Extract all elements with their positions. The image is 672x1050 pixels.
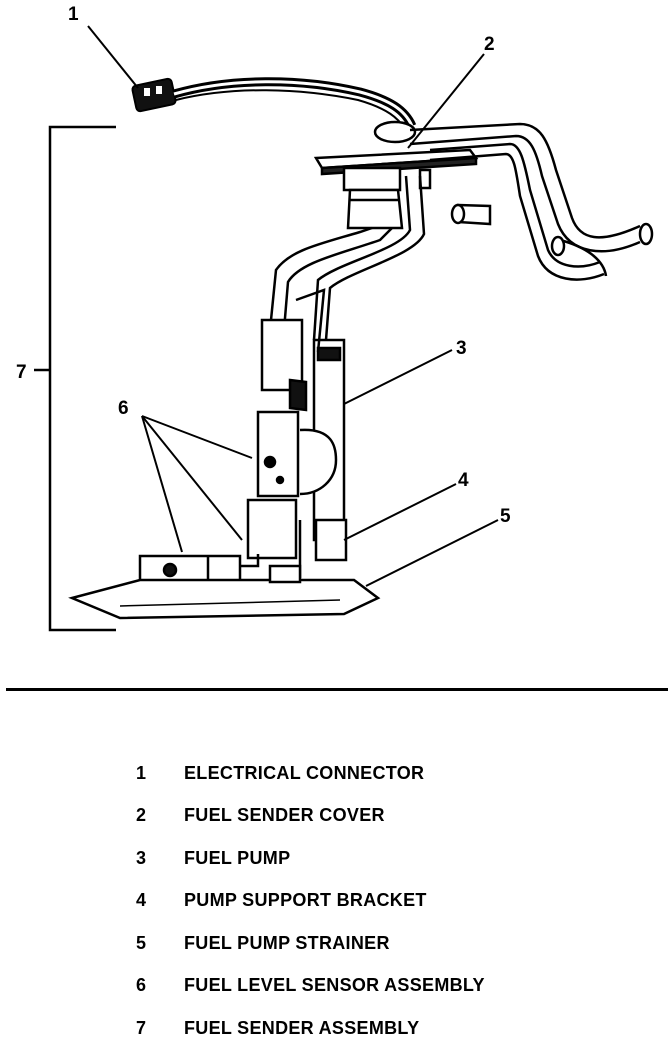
float: [138, 554, 260, 584]
callout-5: 5: [500, 506, 511, 527]
fuel-sender-cover: [313, 120, 479, 230]
fuel-pump: [299, 338, 348, 562]
callout-4: 4: [458, 470, 469, 491]
legend-item: 7 FUEL SENDER ASSEMBLY: [132, 1007, 485, 1050]
legend-label: FUEL SENDER ASSEMBLY: [184, 1017, 420, 1038]
support-tubes: [268, 175, 426, 341]
legend-item: 3 FUEL PUMP: [132, 837, 485, 880]
legend-item: 6 FUEL LEVEL SENSOR ASSEMBLY: [132, 965, 485, 1008]
legend-label: ELECTRICAL CONNECTOR: [184, 762, 425, 783]
assembly-bracket: [34, 125, 116, 632]
fuel-pump-strainer: [68, 564, 381, 620]
callout-1: 1: [68, 4, 79, 25]
callout-7: 7: [16, 362, 27, 383]
callout-6: 6: [118, 398, 129, 419]
fuel-level-sensor: [246, 288, 326, 578]
electrical-connector: [131, 77, 417, 133]
legend-label: PUMP SUPPORT BRACKET: [184, 890, 427, 911]
leader-lines: [87, 25, 499, 587]
legend-item: 1 ELECTRICAL CONNECTOR: [132, 752, 485, 795]
legend-item: 5 FUEL PUMP STRAINER: [132, 922, 485, 965]
legend-item: 4 PUMP SUPPORT BRACKET: [132, 880, 485, 923]
legend-number: 7: [136, 1017, 147, 1038]
legend-number: 6: [136, 975, 147, 996]
divider-rule: [6, 688, 668, 691]
legend-label: FUEL LEVEL SENSOR ASSEMBLY: [184, 975, 485, 996]
callout-2: 2: [484, 34, 495, 55]
fuel-lines: [409, 122, 654, 281]
legend-number: 2: [136, 805, 147, 826]
fuel-sender-diagram: 1 2 3 4 5 6 7: [16, 4, 654, 632]
parts-legend: 1 ELECTRICAL CONNECTOR 2 FUEL SENDER COV…: [132, 752, 485, 1050]
legend-item: 2 FUEL SENDER COVER: [132, 795, 485, 838]
callout-3: 3: [456, 338, 467, 359]
legend-number: 1: [136, 762, 147, 783]
legend-number: 5: [136, 932, 147, 953]
legend-label: FUEL PUMP: [184, 847, 291, 868]
legend-number: 3: [136, 847, 147, 868]
legend-label: FUEL SENDER COVER: [184, 805, 385, 826]
legend-number: 4: [136, 890, 147, 911]
legend-label: FUEL PUMP STRAINER: [184, 932, 390, 953]
